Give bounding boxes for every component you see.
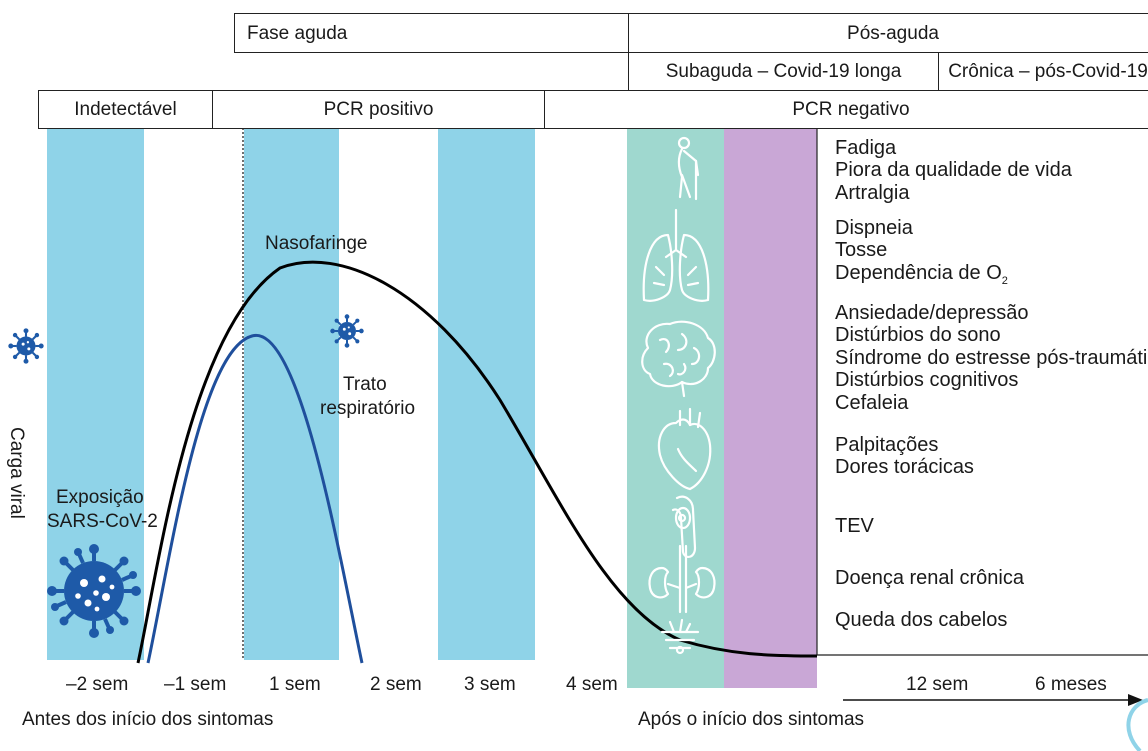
symptom-fatigue: Fadiga xyxy=(835,137,1072,159)
symptom-anxiety: Ansiedade/depressão xyxy=(835,302,1148,324)
tick-minus-1-week: –1 sem xyxy=(164,674,226,696)
symptom-dyspnea: Dispneia xyxy=(835,217,1008,239)
after-onset-label: Após o início dos sintomas xyxy=(638,709,864,731)
exposure-label-2: SARS-CoV-2 xyxy=(47,511,158,533)
subacute-label: Subaguda – Covid-19 longa xyxy=(666,62,902,81)
tick-12-weeks: 12 sem xyxy=(906,674,968,696)
respiratory-tract-label-1: Trato xyxy=(343,374,387,396)
symptom-arthralgia: Artralgia xyxy=(835,182,1072,204)
symptoms-respiratory: Dispneia Tosse Dependência de O2 xyxy=(835,217,1008,287)
symptom-hair-loss: Queda dos cabelos xyxy=(835,609,1007,631)
y-axis-label: Carga viral xyxy=(5,427,27,519)
symptom-chest-pain: Dores torácicas xyxy=(835,456,974,478)
symptom-quality-of-life: Piora da qualidade de vida xyxy=(835,159,1072,181)
symptom-ptsd: Síndrome do estresse pós-traumático xyxy=(835,347,1148,369)
symptoms-cardiac: Palpitações Dores torácicas xyxy=(835,434,974,479)
tick-minus-2-weeks: –2 sem xyxy=(66,674,128,696)
pcr-positive-box: PCR positivo xyxy=(212,90,545,129)
logo-arc-icon xyxy=(1128,700,1148,751)
symptom-renal: Doença renal crônica xyxy=(835,567,1024,589)
symptom-oxygen-dependence: Dependência de O2 xyxy=(835,262,1008,287)
tick-2-weeks: 2 sem xyxy=(370,674,422,696)
oxygen-dependence-text: Dependência de O xyxy=(835,262,1002,284)
before-onset-label: Antes dos início dos sintomas xyxy=(22,709,273,731)
virus-icon xyxy=(47,544,141,638)
header-post-acute-phase: Pós-aguda xyxy=(628,13,1148,53)
pcr-negative-label: PCR negativo xyxy=(792,100,909,119)
tick-4-weeks: 4 sem xyxy=(566,674,618,696)
symptom-sleep: Distúrbios do sono xyxy=(835,324,1148,346)
symptom-palpitations: Palpitações xyxy=(835,434,974,456)
header-subacute: Subaguda – Covid-19 longa xyxy=(628,52,939,91)
pcr-positive-label: PCR positivo xyxy=(324,100,434,119)
post-acute-phase-label: Pós-aguda xyxy=(847,24,939,43)
acute-phase-label: Fase aguda xyxy=(247,24,347,43)
nasopharynx-label: Nasofaringe xyxy=(265,233,367,255)
tick-3-weeks: 3 sem xyxy=(464,674,516,696)
band-week-3 xyxy=(438,128,535,660)
virus-small-icon-2 xyxy=(330,314,363,347)
exposure-label-1: Exposição xyxy=(56,487,144,509)
tick-1-week: 1 sem xyxy=(269,674,321,696)
symptom-headache: Cefaleia xyxy=(835,392,1148,414)
header-acute-phase: Fase aguda xyxy=(234,13,629,53)
symptom-cough: Tosse xyxy=(835,239,1008,261)
symptom-cognitive: Distúrbios cognitivos xyxy=(835,369,1148,391)
symptom-vte: TEV xyxy=(835,515,874,537)
tick-6-months: 6 meses xyxy=(1035,674,1107,696)
pcr-undetectable-box: Indetectável xyxy=(38,90,213,129)
respiratory-tract-label-2: respiratório xyxy=(320,398,415,420)
symptoms-neuro: Ansiedade/depressão Distúrbios do sono S… xyxy=(835,302,1148,414)
band-chronic xyxy=(724,128,817,688)
band-week-1 xyxy=(244,128,339,660)
virus-small-icon xyxy=(8,328,43,363)
oxygen-subscript: 2 xyxy=(1002,275,1008,287)
symptoms-general: Fadiga Piora da qualidade de vida Artral… xyxy=(835,137,1072,204)
header-chronic: Crônica – pós-Covid-19 xyxy=(938,52,1148,91)
pcr-undetectable-label: Indetectável xyxy=(74,100,176,119)
pcr-negative-box: PCR negativo xyxy=(544,90,1148,129)
chronic-label: Crônica – pós-Covid-19 xyxy=(948,62,1148,81)
